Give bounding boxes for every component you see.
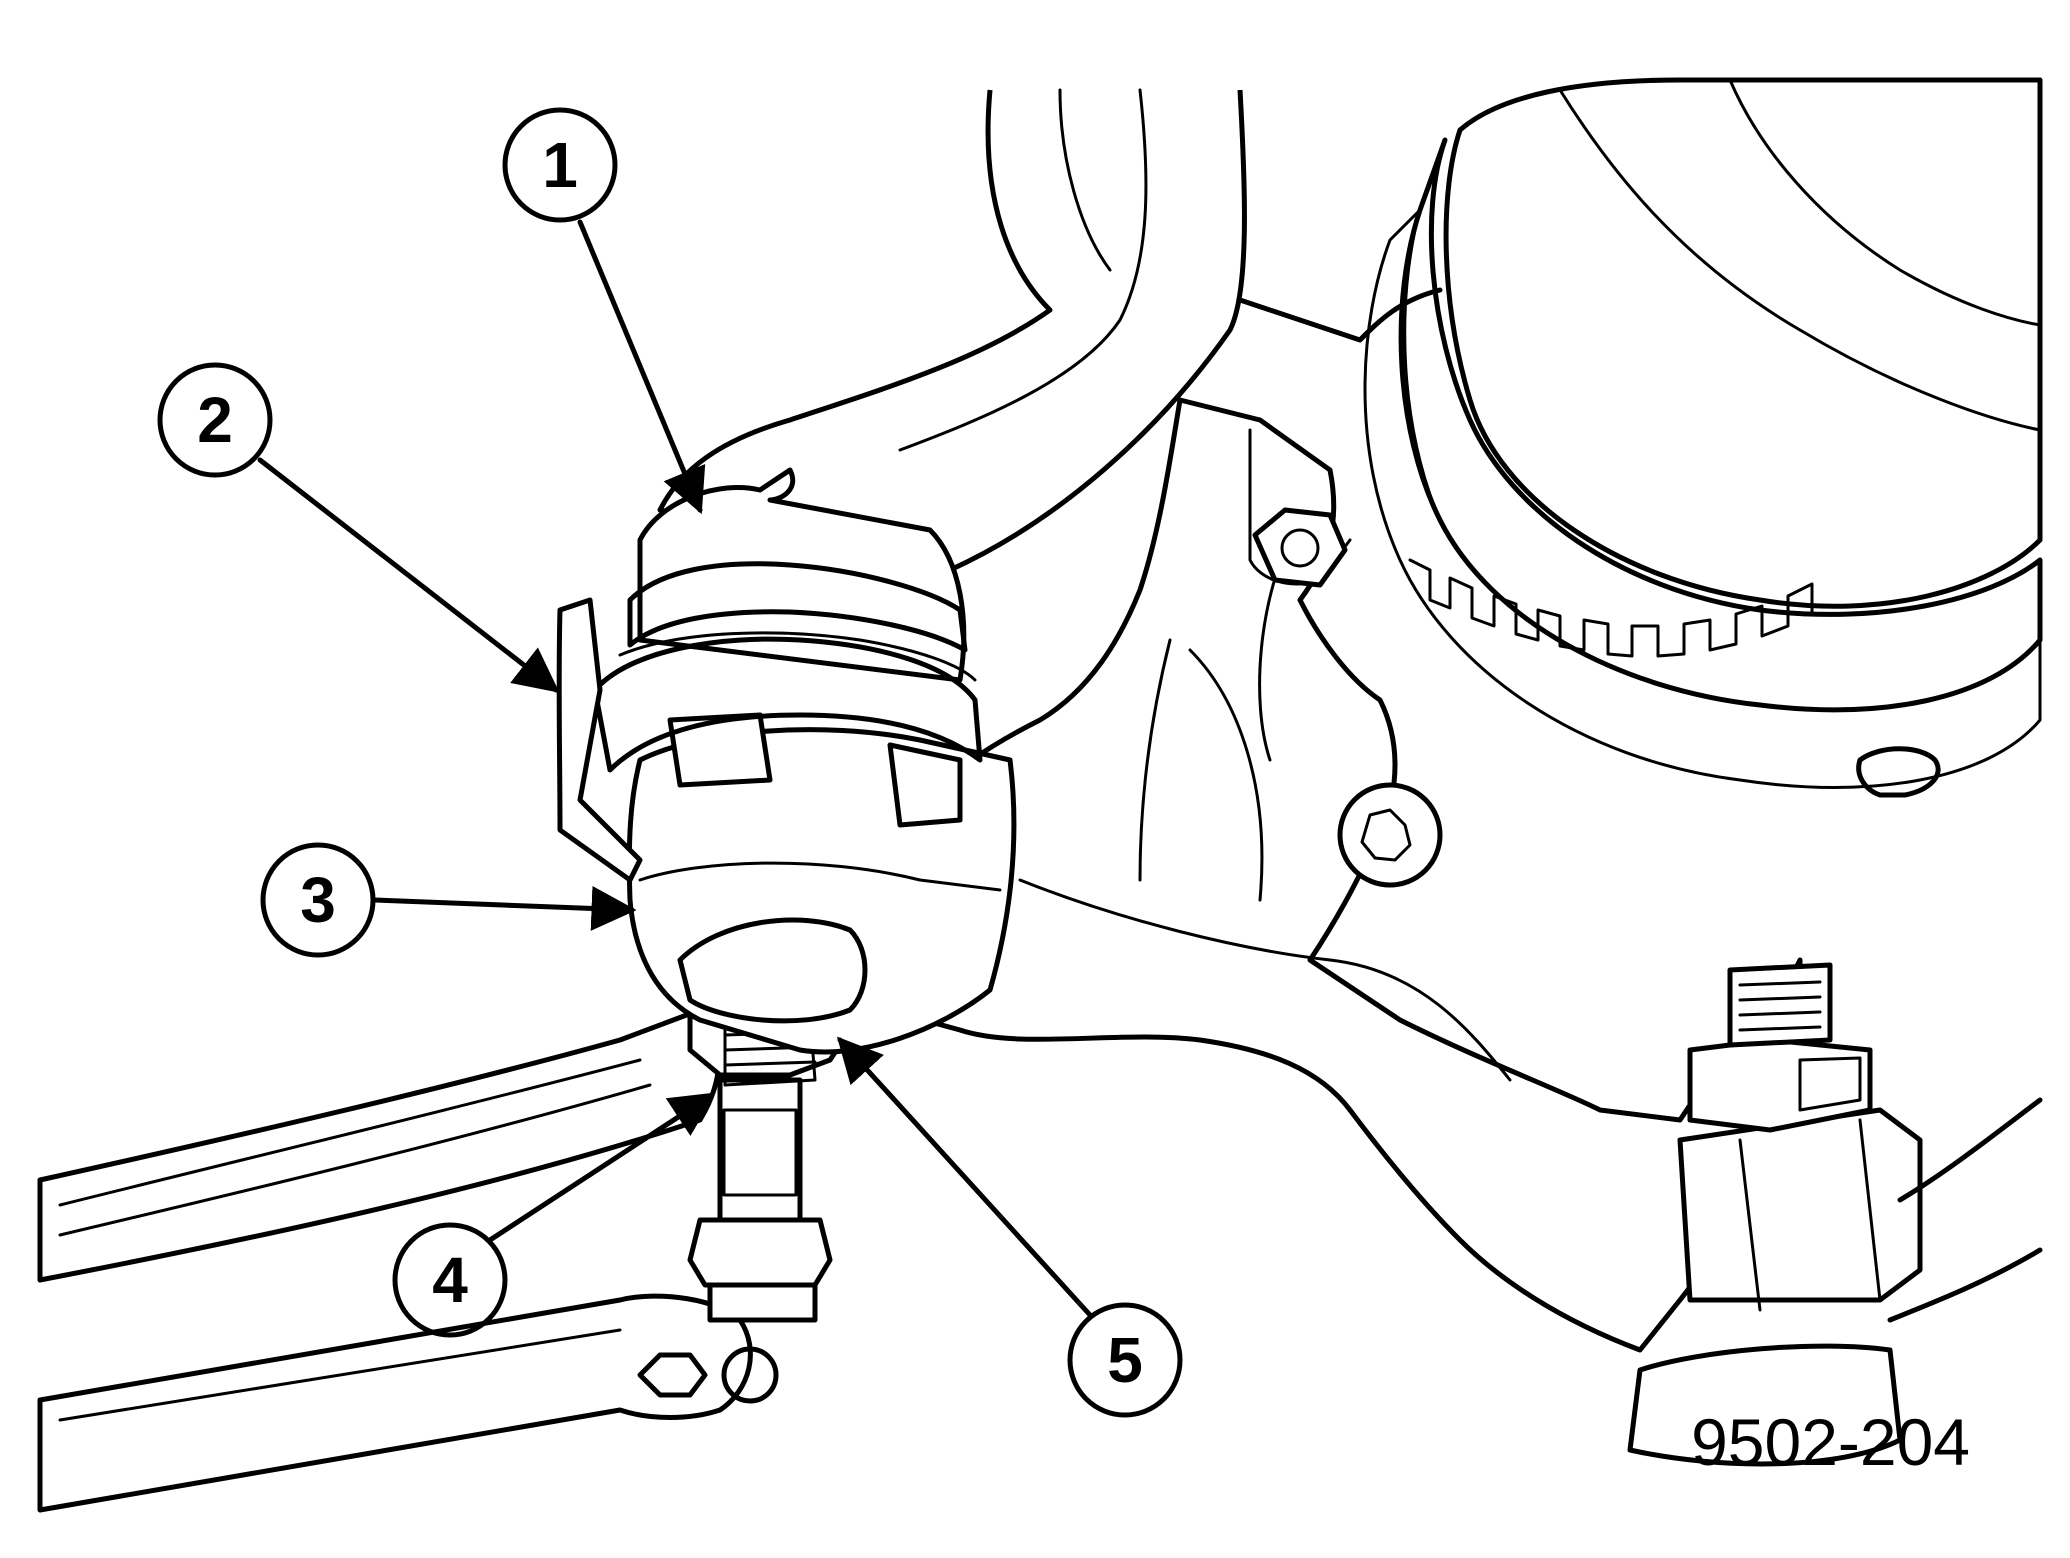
bushing-retainer xyxy=(626,712,1017,1055)
drum-inner-ring-1 xyxy=(1558,88,2042,432)
tie-rod-boot xyxy=(1627,1343,1903,1467)
lower-arm-body xyxy=(37,1007,722,1283)
drum-inner-ring-2 xyxy=(1728,78,2042,327)
callout-2: 2 xyxy=(157,362,560,693)
hub-drum-assembly xyxy=(1363,77,2043,798)
torx-bolt xyxy=(1337,782,1443,888)
wrench xyxy=(37,1293,779,1513)
bolt-hex-center xyxy=(1280,528,1320,568)
figure-id-label: 9502-204 xyxy=(1691,1405,1970,1479)
callout-4: 4 xyxy=(392,1092,716,1338)
upper-arm-contour-2 xyxy=(898,88,1148,452)
lower-arm-line-1 xyxy=(58,1058,642,1207)
stud-stipple xyxy=(722,1108,798,1197)
bolt-hex-head xyxy=(1252,507,1348,588)
callout-4-circle xyxy=(392,1222,508,1338)
drum-back-body xyxy=(1443,77,2043,609)
callout-1: 1 xyxy=(502,107,706,515)
callout-5: 5 xyxy=(836,1036,1183,1418)
tie-rod-shaft-right xyxy=(1887,1097,2043,1323)
callout-5-leader xyxy=(836,1036,1093,1318)
bushing-stipple-upper xyxy=(627,561,968,653)
callout-2-label: 2 xyxy=(197,384,233,456)
drum-rim-outer xyxy=(1398,137,2043,713)
callout-2-leader xyxy=(257,457,560,693)
retainer-top-lip xyxy=(638,861,1002,892)
callout-3-label: 3 xyxy=(300,864,336,936)
bushing xyxy=(592,467,983,773)
lower-arm-line-2 xyxy=(58,1083,652,1237)
callout-1-label: 1 xyxy=(542,129,578,201)
stud-shaft xyxy=(717,1077,803,1233)
knuckle-bolt-hex xyxy=(1252,507,1348,588)
tie-rod-housing-face xyxy=(1738,1118,1882,1312)
lower-control-arm xyxy=(37,1007,722,1283)
bushing-stipple-lower xyxy=(592,636,983,773)
stud-lower xyxy=(707,1282,818,1323)
upper-control-arm xyxy=(657,88,1443,573)
upper-arm-contour xyxy=(1058,88,1112,272)
drum-rim-stipple xyxy=(1363,208,2042,789)
frame-edge xyxy=(1237,287,1443,343)
callout-5-label: 5 xyxy=(1107,1324,1143,1396)
knuckle-arm-crease xyxy=(1018,878,1512,1082)
tie-rod-end xyxy=(1627,962,2043,1467)
wrench-hex-socket xyxy=(637,1352,708,1398)
callout-4-label: 4 xyxy=(432,1244,468,1316)
retainer-tab-left xyxy=(667,712,773,788)
hub-clip xyxy=(1856,746,1941,798)
torx-bolt-head xyxy=(1337,782,1443,888)
tie-rod-thread-lines xyxy=(1738,980,1822,1032)
bushing-ridge xyxy=(618,631,977,682)
knuckle-inner-contour xyxy=(1138,638,1172,882)
callout-1-leader xyxy=(577,219,706,515)
tie-rod-housing xyxy=(1677,1107,1923,1303)
tie-rod-thread xyxy=(1727,962,1833,1048)
knuckle-inner-contour-2 xyxy=(1188,648,1264,902)
tone-ring-teeth xyxy=(1408,558,1814,658)
castle-nut-stipple xyxy=(1798,1056,1862,1112)
callout-1-circle xyxy=(502,107,618,223)
wrench-handle xyxy=(37,1293,753,1513)
torx-bolt-socket xyxy=(1360,808,1412,862)
callout-2-circle xyxy=(157,362,273,478)
callout-5-circle xyxy=(1067,1302,1183,1418)
callout-3-leader xyxy=(371,885,637,931)
callout-4-leader xyxy=(487,1092,716,1243)
retainer-washer xyxy=(677,917,868,1024)
callout-3: 3 xyxy=(260,842,637,958)
stud-collar xyxy=(687,1217,833,1288)
wrench-handle-line xyxy=(58,1328,622,1422)
castle-nut xyxy=(1687,1037,1873,1133)
wrench-eye xyxy=(721,1346,779,1404)
retainer-tab-right xyxy=(887,742,963,828)
